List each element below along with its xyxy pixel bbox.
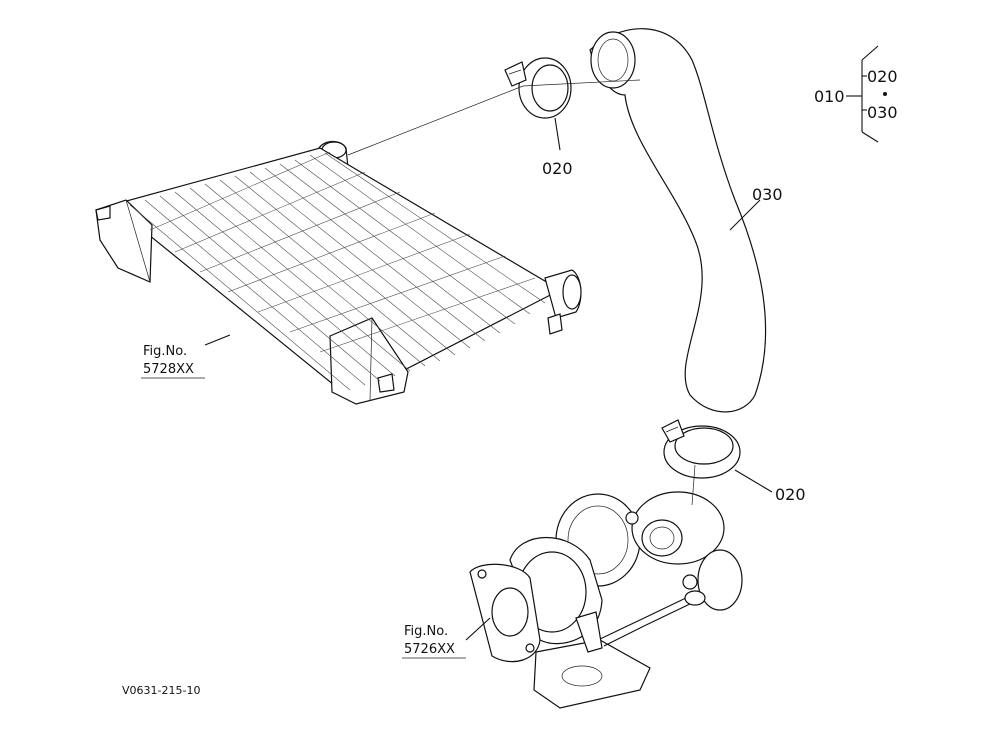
intercooler-fig-number: 5728XX bbox=[143, 362, 194, 377]
turbo-fig-label: Fig.No. bbox=[404, 624, 448, 639]
range-dot bbox=[883, 92, 887, 96]
hose-clamp-top[interactable] bbox=[504, 57, 572, 119]
air-hose[interactable] bbox=[589, 28, 767, 413]
label-range-end: 030 bbox=[867, 103, 898, 122]
label-clamp-bottom: 020 bbox=[775, 485, 806, 504]
label-clamp-top: 020 bbox=[542, 159, 573, 178]
intercooler-drawing[interactable] bbox=[95, 140, 582, 405]
label-assembly-010: 010 bbox=[814, 87, 845, 106]
label-range-start: 020 bbox=[867, 67, 898, 86]
intercooler-fig-label: Fig.No. bbox=[143, 344, 187, 359]
hose-clamp-bottom[interactable] bbox=[661, 419, 741, 479]
drawing-code: V0631-215-10 bbox=[122, 684, 200, 697]
turbo-fig-number: 5726XX bbox=[404, 642, 455, 657]
turbocharger-drawing[interactable] bbox=[469, 491, 743, 709]
label-hose: 030 bbox=[752, 185, 783, 204]
assembly-bracket bbox=[846, 45, 887, 143]
leader-lines bbox=[204, 79, 773, 641]
